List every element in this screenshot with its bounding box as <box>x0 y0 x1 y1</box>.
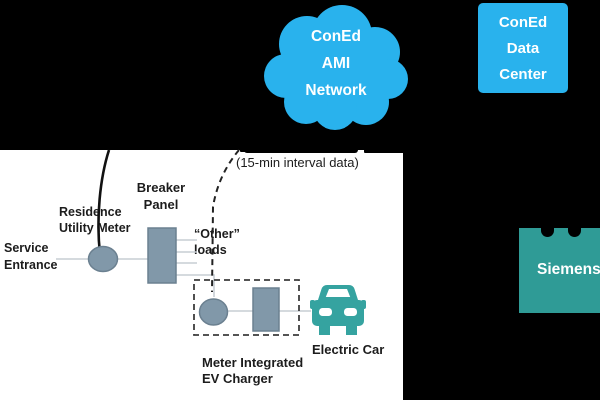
data-center-line3: Center <box>499 66 547 83</box>
residence-label-line2: Utility Meter <box>59 221 131 235</box>
cloud-label: ConEd AMI Network <box>262 23 410 104</box>
cloud-label-line1: ConEd <box>311 28 361 45</box>
data-center-line1: ConEd <box>498 14 548 31</box>
coned-data-center-box: ConEd Data Center <box>478 3 568 93</box>
cropped-text-remnant <box>244 146 358 153</box>
interval-data-note: (15-min interval data) <box>236 155 359 170</box>
service-label-line2: Entrance <box>4 258 58 272</box>
service-entrance-label: Service Entrance <box>4 240 64 274</box>
residence-label-line1: Residence <box>59 205 122 219</box>
other-loads-label: “Other” loads <box>194 226 254 258</box>
cloud-icon <box>264 5 408 130</box>
crop-notch <box>568 228 581 237</box>
ev-charger-label-line2: EV Charger <box>202 371 273 386</box>
breaker-label-line1: Breaker <box>136 180 186 195</box>
meter-integrated-ev-charger-label: Meter Integrated EV Charger <box>202 355 312 387</box>
siemens-box: Siemens <box>519 228 600 313</box>
siemens-label: Siemens <box>537 261 600 278</box>
breaker-label-line2: Panel <box>143 197 179 212</box>
residence-utility-meter-label: Residence Utility Meter <box>59 204 139 236</box>
electric-car-label: Electric Car <box>312 342 385 357</box>
cloud-label-line2: AMI <box>321 55 351 72</box>
ev-charger-label-line1: Meter Integrated <box>202 355 304 370</box>
coned-ami-network-cloud: ConEd AMI Network <box>262 2 410 130</box>
crop-notch <box>541 228 554 237</box>
data-center-line2: Data <box>506 40 540 57</box>
cloud-label-line3: Network <box>305 82 367 99</box>
breaker-panel-label: Breaker Panel <box>131 179 191 213</box>
service-label-line1: Service <box>4 241 49 255</box>
other-loads-line1: “Other” <box>194 227 240 241</box>
electric-car-icon <box>310 285 366 335</box>
other-loads-line2: loads <box>194 243 227 257</box>
